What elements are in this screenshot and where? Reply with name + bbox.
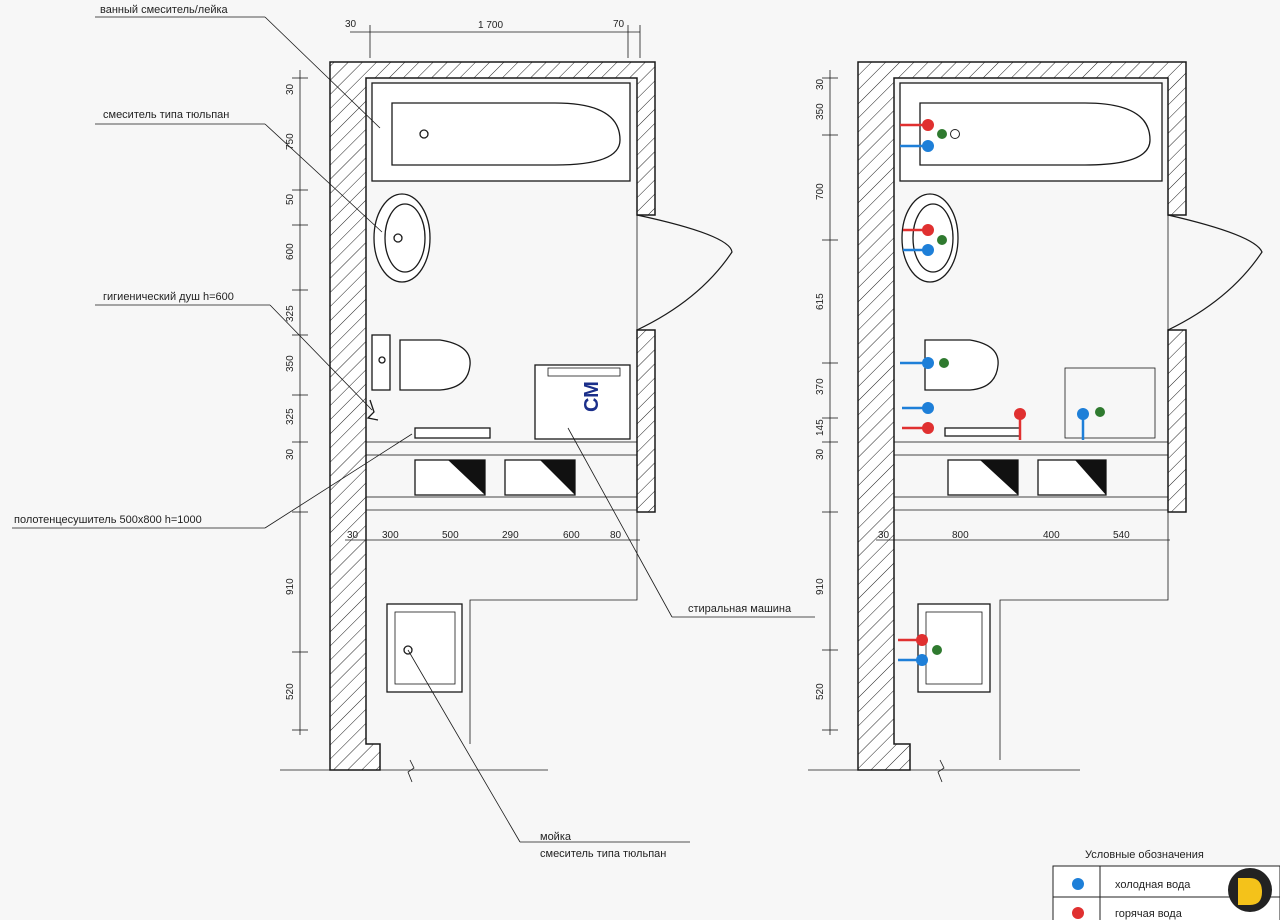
callout-tulip-mixer: смеситель типа тюльпан — [103, 109, 229, 121]
r-dim-910: 910 — [815, 578, 826, 595]
dim-left-30: 30 — [285, 83, 296, 95]
washbasin-bowl — [384, 203, 426, 273]
legend-hot-water-label: горячая вода — [1115, 908, 1183, 920]
right-toilet — [924, 339, 999, 391]
r-dim-bottom-400: 400 — [1043, 530, 1060, 541]
callout-towel-dryer: полотенцесушитель 500х800 h=1000 — [14, 514, 202, 526]
dim-left-600: 600 — [285, 243, 296, 260]
callout-hygienic-shower: гигиенический душ h=600 — [103, 291, 234, 303]
pipe-points — [898, 119, 1105, 666]
dim-bottom-290: 290 — [502, 530, 519, 541]
top-dimensions: 30 1 700 70 — [345, 19, 641, 58]
bathroom-room — [365, 77, 638, 443]
dim-bottom-500: 500 — [442, 530, 459, 541]
legend-cold-water-icon — [1072, 878, 1084, 890]
right-plan: 30 350 700 615 370 145 30 910 520 30 800… — [808, 61, 1263, 783]
right-left-dimensions: 30 350 700 615 370 145 30 910 520 — [815, 78, 826, 700]
left-plan-right-wall-lower — [636, 329, 656, 513]
corner-logo — [1228, 868, 1272, 912]
shelf-box-1-fill — [448, 460, 485, 495]
r-dim-145: 145 — [815, 419, 826, 436]
washing-machine — [534, 364, 631, 440]
callouts: ванный смеситель/лейка смеситель типа тю… — [12, 4, 815, 860]
dim-top-1700: 1 700 — [478, 20, 503, 31]
corridor-outline — [365, 512, 638, 744]
shelf-box-2-fill — [540, 460, 575, 495]
hygienic-shower-icon — [366, 399, 379, 421]
dim-left-30b: 30 — [285, 448, 296, 460]
callout-sink-1: мойка — [540, 831, 572, 843]
toilet-bowl — [399, 339, 471, 391]
dim-left-50: 50 — [285, 193, 296, 205]
break-mark — [407, 759, 415, 783]
towel-dryer — [414, 427, 491, 439]
partition-band — [365, 454, 638, 498]
left-dimensions: 30 750 50 600 325 350 325 30 910 520 — [285, 83, 296, 700]
dim-bottom-300: 300 — [382, 530, 399, 541]
dim-top-70: 70 — [613, 19, 625, 30]
washbasin-drain-icon — [393, 233, 403, 243]
bathtub-drain-icon — [419, 129, 429, 139]
r-dim-700: 700 — [815, 183, 826, 200]
washing-machine-label: СМ — [581, 381, 603, 412]
right-plan-right-wall-lower — [1167, 329, 1187, 513]
dim-bottom-30: 30 — [347, 530, 359, 541]
dim-bottom-600: 600 — [563, 530, 580, 541]
callout-sink-2: смеситель типа тюльпан — [540, 848, 666, 860]
dim-left-350: 350 — [285, 355, 296, 372]
dim-left-325b: 325 — [285, 408, 296, 425]
dim-bottom-80: 80 — [610, 530, 622, 541]
right-machine-outline — [1064, 367, 1156, 439]
right-bottom-dimensions: 30 800 400 540 — [878, 530, 1130, 541]
left-plan: СМ 30 1 700 70 30 750 50 600 325 350 325… — [12, 4, 815, 860]
callout-washing-machine: стиральная машина — [688, 603, 792, 615]
legend-cold-water-label: холодная вода — [1115, 879, 1191, 891]
legend-hot-water-icon — [1072, 907, 1084, 919]
bathtub-inner — [391, 102, 621, 166]
dim-left-325: 325 — [285, 305, 296, 322]
legend-title: Условные обозначения — [1085, 849, 1204, 861]
r-dim-615: 615 — [815, 293, 826, 310]
r-dim-350: 350 — [815, 103, 826, 120]
r-dim-520: 520 — [815, 683, 826, 700]
dim-left-750: 750 — [285, 133, 296, 150]
bottom-dimensions: 30 300 500 290 600 80 — [347, 530, 622, 541]
r-dim-bottom-800: 800 — [952, 530, 969, 541]
r-dim-bottom-30: 30 — [878, 530, 890, 541]
dim-top-30: 30 — [345, 19, 357, 30]
r-dim-bottom-540: 540 — [1113, 530, 1130, 541]
callout-bath-mixer: ванный смеситель/лейка — [100, 4, 229, 16]
right-door-swing — [1167, 214, 1263, 331]
dim-left-520: 520 — [285, 683, 296, 700]
r-dim-370: 370 — [815, 378, 826, 395]
r-dim-30b: 30 — [815, 448, 826, 460]
door-swing — [636, 214, 733, 331]
kitchen-sink — [386, 603, 463, 693]
right-kitchen-sink — [917, 603, 991, 693]
r-dim-30: 30 — [815, 78, 826, 90]
dim-left-910: 910 — [285, 578, 296, 595]
